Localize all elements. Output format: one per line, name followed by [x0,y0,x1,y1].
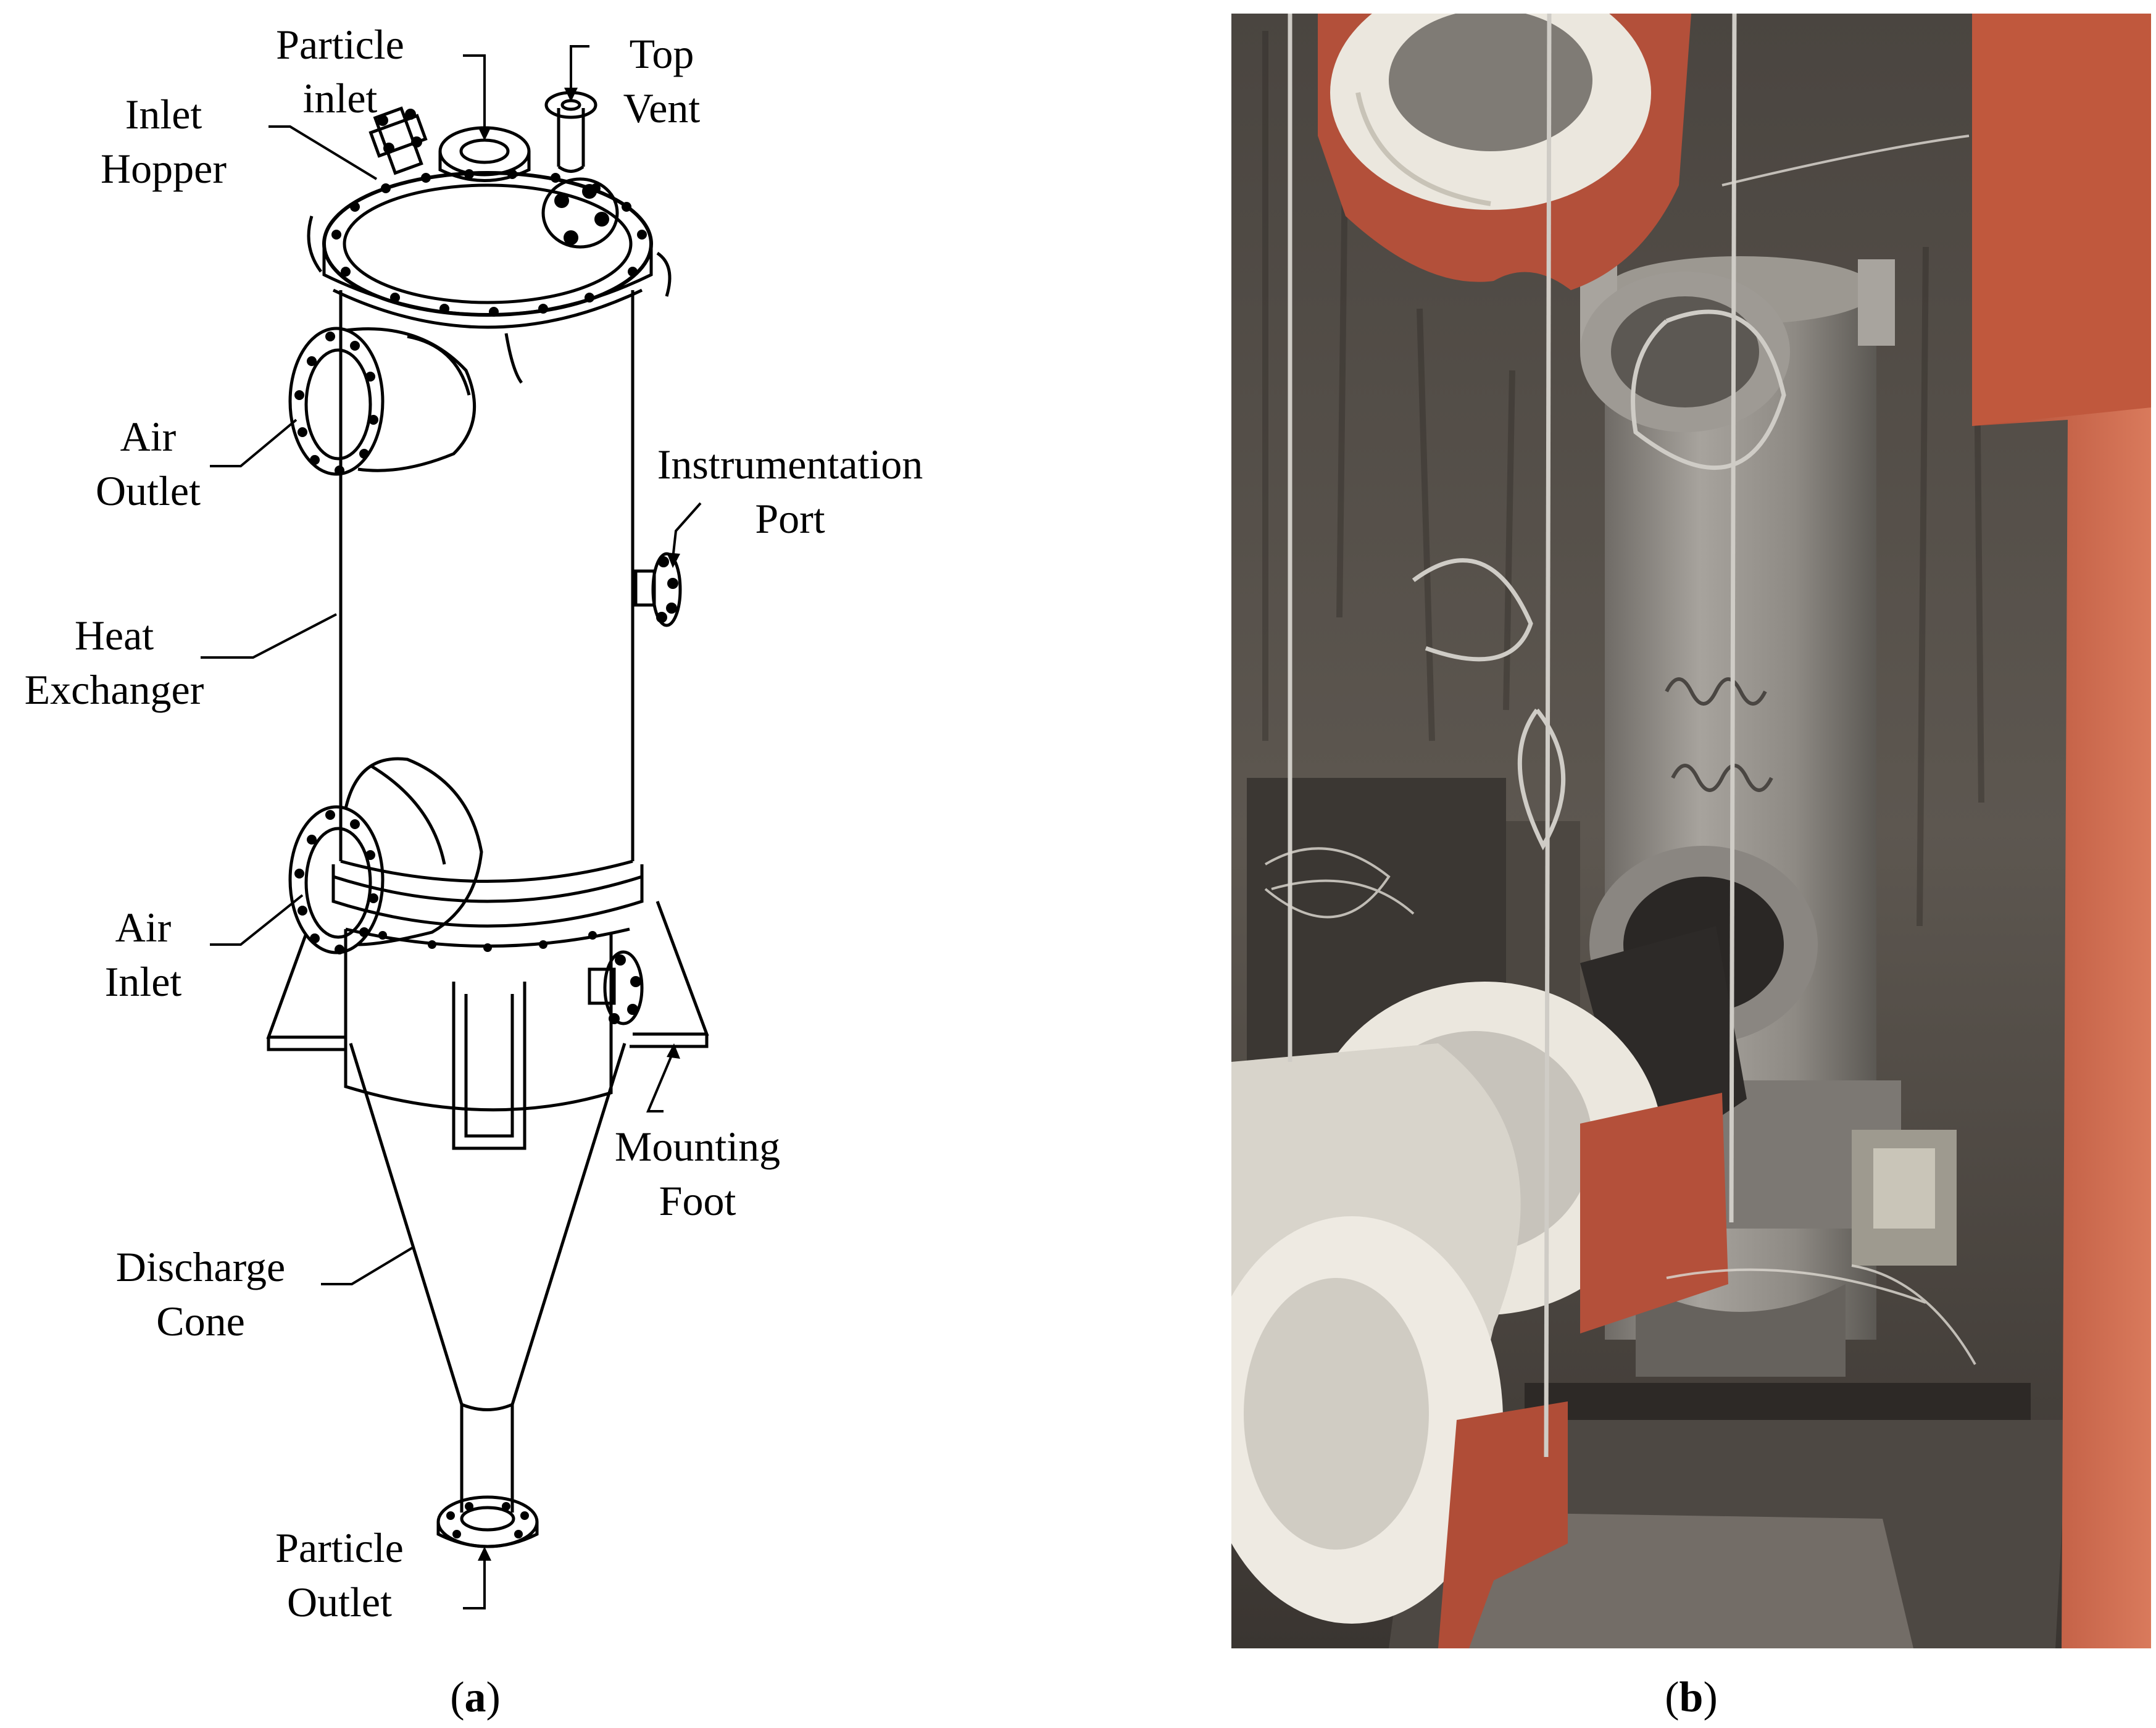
panel-a-labels: Particle inlet Top Vent Inlet Hopper Air… [25,21,923,1626]
caption-b-close: ) [1703,1674,1717,1721]
top-insulated-pipe [1318,14,1691,290]
label-discharge-cone-line1: Discharge [116,1243,285,1290]
caption-b-letter: b [1679,1674,1704,1721]
thermocouple-wires [1264,135,1976,1365]
label-top-vent-line2: Vent [623,85,701,131]
lower-insulated-pipe [1231,926,1747,1648]
label-mounting-foot-line1: Mounting [615,1123,780,1170]
label-heat-exchanger-line1: Heat [75,612,154,659]
label-particle-outlet-line2: Outlet [287,1579,392,1626]
handwriting-mark-2 [1671,764,1773,792]
upper-flange-bore [1611,296,1759,407]
lower-flange [344,927,630,1112]
caption-b-open: ( [1665,1674,1679,1721]
discharge-cone-drawing [349,1043,626,1513]
air-inlet-nozzle [288,757,483,954]
mounting-feet [266,901,709,1150]
hopper-side-port [541,177,619,249]
top-vent-pipe [544,91,597,173]
inlet-hopper-drawing [307,169,672,384]
label-air-outlet-line1: Air [120,413,177,460]
skirt-side-port [588,950,644,1025]
air-outlet-nozzle [288,327,477,476]
front-pipe-inner [1244,1278,1429,1550]
vessel-bottom [1636,1284,1846,1377]
particle-inlet-pipe [368,106,428,175]
caption-a: (a) [450,1674,501,1721]
label-mounting-foot-line2: Foot [659,1177,736,1224]
leader-arrowheads [478,88,680,1561]
top-pipe-bore [1389,14,1592,151]
right-red-column [1972,14,2151,1648]
caption-a-close: ) [486,1674,501,1721]
label-top-vent-line1: Top [630,30,694,77]
label-heat-exchanger-line2: Exchanger [25,666,204,713]
label-air-outlet-line2: Outlet [96,467,201,514]
side-box-face [1873,1148,1935,1229]
label-air-inlet-line1: Air [115,904,172,951]
label-instrumentation-port-line1: Instrumentation [657,441,923,488]
caption-b: (b) [1665,1674,1718,1721]
hanging-chains [1288,14,1786,1458]
label-inlet-hopper-line1: Inlet [125,91,202,138]
vessel-lug-right [1858,259,1895,346]
label-air-inlet-line2: Inlet [105,958,182,1005]
label-particle-inlet-line2: inlet [303,75,378,122]
heat-exchanger-shell [331,290,644,928]
top-pipe-seam [1355,92,1491,206]
caption-a-open: ( [450,1674,464,1721]
ground-light [1469,1513,1913,1648]
label-inlet-hopper-line2: Hopper [101,145,227,192]
caption-a-letter: a [465,1674,486,1721]
leader-lines [201,45,702,1609]
instrumentation-port [634,552,682,627]
panel-b-photo [1231,14,2151,1648]
label-particle-inlet-line1: Particle [276,21,404,68]
particle-outlet-flange [436,1495,539,1548]
handwriting-mark-1 [1665,677,1767,706]
label-discharge-cone-line2: Cone [156,1298,245,1345]
right-red-panel [1972,14,2151,426]
label-instrumentation-port-line2: Port [755,495,825,542]
label-particle-outlet-line1: Particle [275,1524,404,1571]
front-pipe-red-bracket [1438,1401,1568,1648]
panel-a-drawing [201,45,709,1609]
